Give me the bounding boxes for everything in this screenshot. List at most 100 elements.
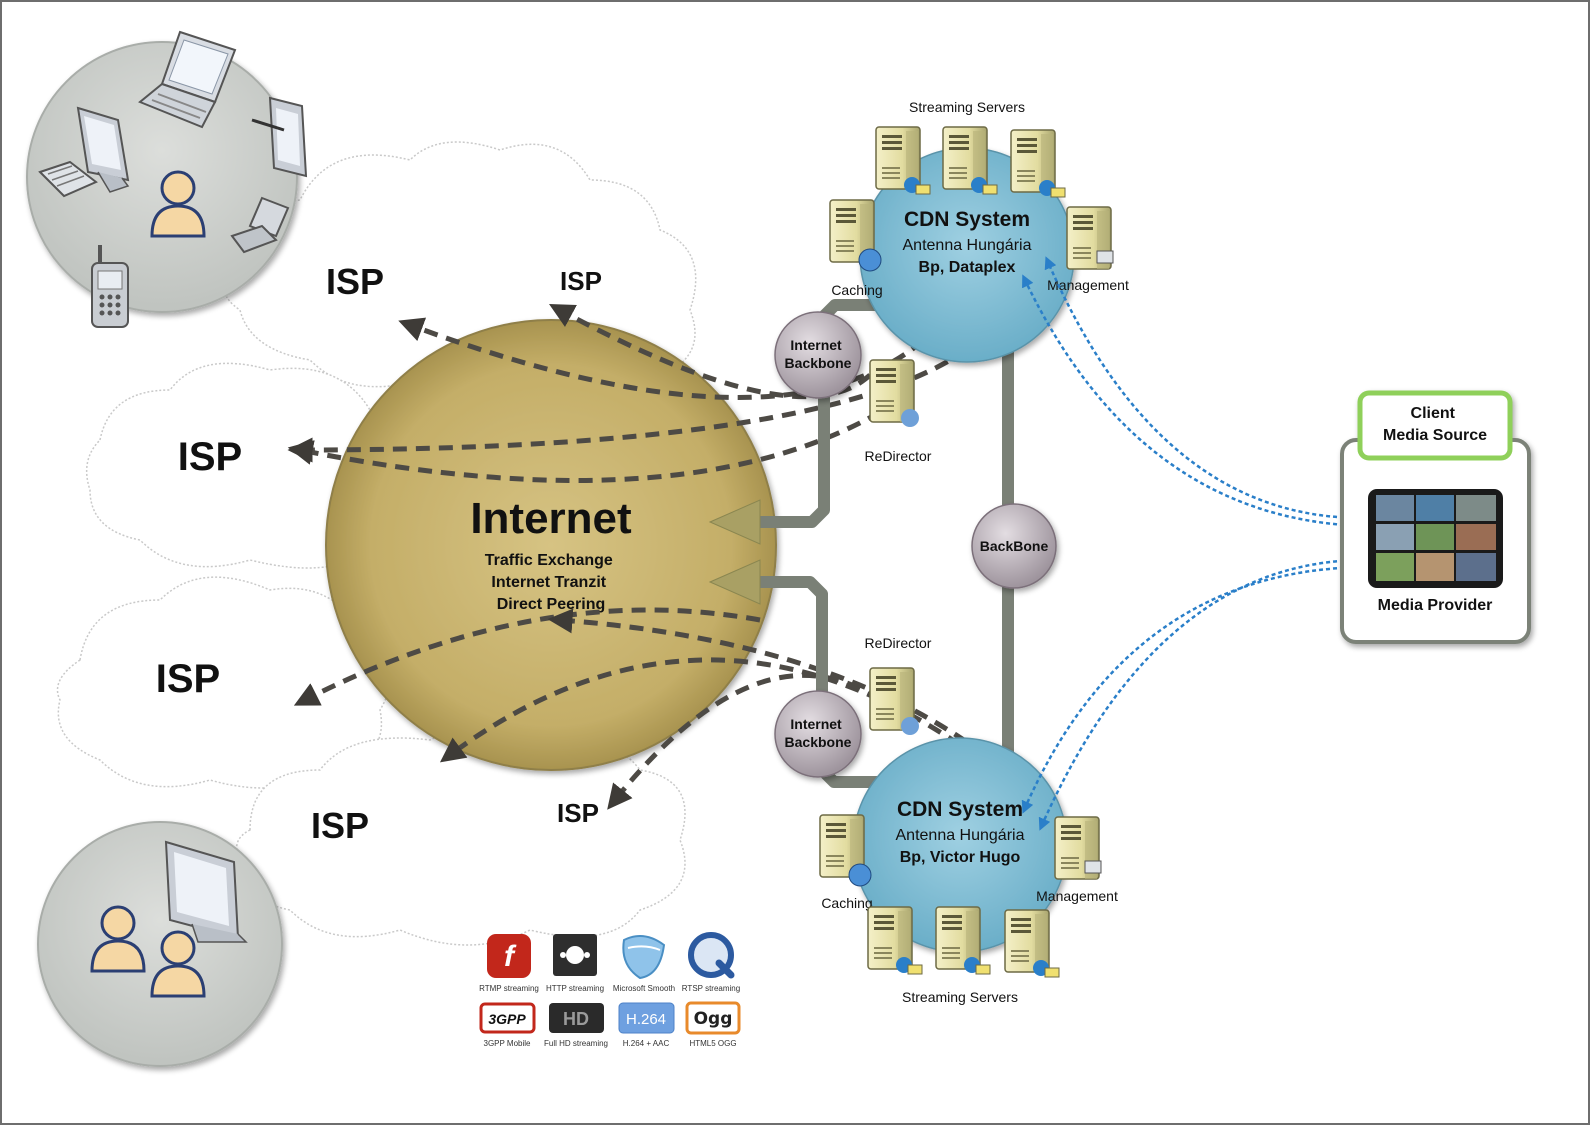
format-caption-h264: H.264 + AAC [623, 1039, 670, 1048]
ingest-links [1021, 256, 1366, 831]
internet-line-traffic-exchange: Traffic Exchange [485, 552, 613, 569]
svg-text:ReDirector: ReDirector [865, 635, 932, 651]
cdn-top-redirector-label: ReDirector [865, 448, 932, 464]
end-user-devices-bottom [37, 821, 283, 1067]
format-logos: f RTMP streaming HTTP streaming Microsof… [479, 932, 741, 1048]
core-backbone-node [971, 503, 1057, 589]
desktop-computer-icon [38, 106, 130, 198]
cdn-bottom-redirector-label: ReDirector [865, 635, 932, 651]
svg-text:Client Media Source: Client Media Source [1383, 405, 1487, 444]
media-provider-video-wall-icon [1368, 489, 1503, 588]
core-backbone-label: BackBone [980, 538, 1049, 554]
3gp-icon: 3GPP [479, 1002, 536, 1034]
svg-text:H.264 + AAC: H.264 + AAC [623, 1039, 670, 1048]
format-caption-ogg: HTML5 OGG [689, 1039, 736, 1048]
cdn-top-streaming-label: Streaming Servers [909, 99, 1025, 115]
client-title-line2: Media Source [1383, 427, 1487, 444]
svg-text:Streaming Servers: Streaming Servers [909, 99, 1025, 115]
svg-text:ISP: ISP [560, 266, 602, 296]
svg-text:Traffic Exchange Internet: Traffic Exchange Internet Tranzit Direct… [485, 552, 618, 613]
format-label-ogg: Ogg [694, 1009, 733, 1029]
cdn-bottom-org: Antenna Hungária [896, 827, 1025, 844]
format-caption-http: HTTP streaming [546, 984, 604, 993]
isp-cloud-bottom [235, 726, 686, 946]
format-label-hd: HD [563, 1009, 589, 1029]
flash-icon: f [487, 934, 531, 978]
svg-text:Microsoft Smooth: Microsoft Smooth [613, 984, 675, 993]
redirector-server-icon [869, 667, 919, 735]
svg-text:Internet Backbone: Internet Backbone [785, 716, 852, 750]
h264-icon: H.264 [618, 1002, 675, 1034]
streaming-server-icon [867, 906, 923, 975]
cdn-bottom-title: CDN System [897, 798, 1023, 821]
svg-text:Internet Backbone: Internet Backbone [785, 337, 852, 371]
tablet-icon [251, 96, 308, 178]
laptop-icon [138, 30, 237, 129]
svg-text:f: f [504, 940, 517, 973]
isp-label-bottom-right: ISP [557, 798, 599, 828]
format-caption-3gpp: 3GPP Mobile [484, 1039, 532, 1048]
cdn-top-site: Bp, Dataplex [919, 259, 1016, 276]
quicktime-icon [688, 932, 735, 979]
isp-label-middle-left: ISP [178, 435, 242, 479]
internet-line-peering: Direct Peering [497, 596, 605, 613]
svg-text:HTML5 OGG: HTML5 OGG [689, 1039, 736, 1048]
isp-label-lower-left: ISP [156, 657, 220, 701]
television-icon [164, 840, 248, 943]
svg-text:Full HD streaming: Full HD streaming [544, 1039, 608, 1048]
svg-text:H.264: H.264 [626, 1011, 666, 1028]
cdn-top-management-label: Management [1047, 277, 1129, 293]
svg-text:RTSP streaming: RTSP streaming [682, 984, 740, 993]
format-caption-fullhd: Full HD streaming [544, 1039, 608, 1048]
streaming-server-icon [942, 126, 998, 195]
svg-text:Caching: Caching [821, 895, 872, 911]
management-server-icon [1054, 816, 1102, 880]
cdn-top-org: Antenna Hungária [903, 237, 1032, 254]
upper-backbone-line1: Internet [790, 337, 842, 353]
svg-text:Streaming Servers: Streaming Servers [902, 989, 1018, 1005]
svg-text:HTTP streaming: HTTP streaming [546, 984, 604, 993]
management-server-icon [1066, 206, 1114, 270]
streaming-server-icon [935, 906, 991, 975]
media-provider-label: Media Provider [1378, 597, 1493, 614]
upper-backbone-line2: Backbone [785, 355, 852, 371]
svg-text:ISP: ISP [156, 657, 220, 701]
format-label-h264: H.264 [626, 1011, 666, 1028]
svg-text:Bp, Dataplex: Bp, Dataplex [919, 259, 1016, 276]
svg-text:BackBone: BackBone [980, 538, 1049, 554]
svg-text:Caching: Caching [831, 282, 882, 298]
cdn-bottom-streaming-label: Streaming Servers [902, 989, 1018, 1005]
format-label-3gp: 3GPP [488, 1011, 526, 1027]
flip-phone-icon [230, 196, 290, 254]
svg-text:ISP: ISP [326, 261, 384, 302]
ogg-icon: Ogg [685, 1001, 741, 1035]
internet-circle [325, 319, 777, 771]
internet-backbone-node-upper [774, 311, 862, 399]
svg-text:CDN System: CDN System [904, 208, 1030, 231]
cdn-top-caching-label: Caching [831, 282, 882, 298]
isp-label-top-right: ISP [560, 266, 602, 296]
svg-text:Ogg: Ogg [694, 1009, 733, 1029]
cdn-bottom-site: Bp, Victor Hugo [900, 849, 1021, 866]
svg-text:Internet: Internet [470, 494, 632, 543]
svg-text:HD: HD [563, 1009, 589, 1029]
svg-text:Media Provider: Media Provider [1378, 597, 1493, 614]
svg-text:RTMP streaming: RTMP streaming [479, 984, 539, 993]
format-caption-smooth: Microsoft Smooth [613, 984, 675, 993]
streaming-server-icon [1004, 909, 1060, 978]
format-caption-rtsp: RTSP streaming [682, 984, 740, 993]
svg-text:3GPP Mobile: 3GPP Mobile [484, 1039, 532, 1048]
delivery-paths [287, 304, 987, 810]
hd-icon: HD [549, 1003, 604, 1033]
isp-label-top-left: ISP [326, 261, 384, 302]
cdn-bottom-caching-label: Caching [821, 895, 872, 911]
internet-line-tranzit: Internet Tranzit [491, 574, 606, 591]
streaming-server-icon [875, 126, 931, 195]
svg-text:Antenna Hungária: Antenna Hungária [903, 237, 1032, 254]
end-user-devices-top [26, 41, 298, 313]
lower-backbone-line1: Internet [790, 716, 842, 732]
mobile-phone-icon [91, 245, 129, 328]
svg-text:ISP: ISP [557, 798, 599, 828]
